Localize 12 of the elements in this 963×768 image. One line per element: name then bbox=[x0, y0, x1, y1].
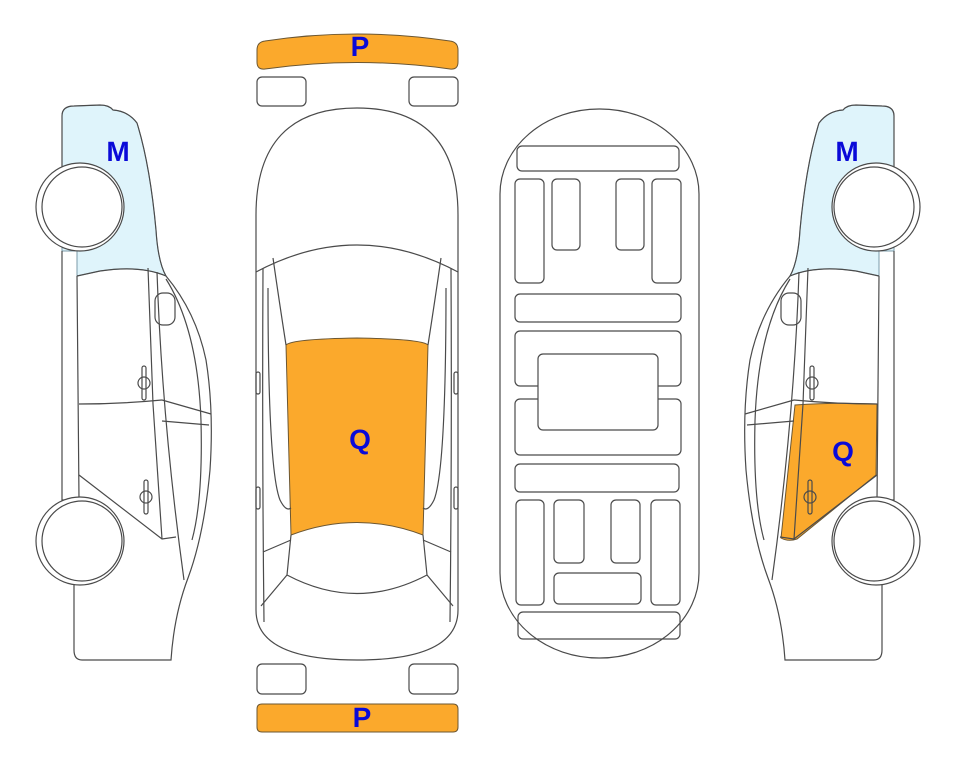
hood-highlight bbox=[61, 104, 167, 277]
bumper-highlight bbox=[256, 703, 459, 733]
region-letter: P bbox=[352, 704, 372, 732]
door-highlight bbox=[780, 401, 878, 542]
region-letter: Q bbox=[349, 426, 371, 454]
hood-highlight bbox=[789, 104, 895, 277]
region-letter: P bbox=[350, 33, 370, 61]
roof-highlight bbox=[285, 336, 429, 537]
region-letter: M bbox=[106, 138, 130, 166]
region-letter: Q bbox=[832, 438, 854, 466]
bumper-highlight bbox=[255, 31, 460, 72]
region-letter: M bbox=[835, 138, 859, 166]
